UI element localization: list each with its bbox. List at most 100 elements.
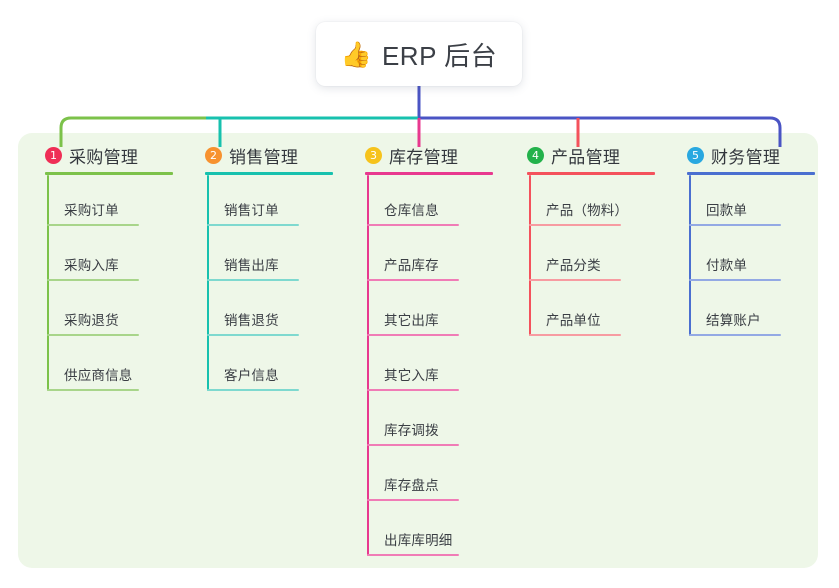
- root-node[interactable]: 👍 ERP 后台: [316, 22, 522, 86]
- branch-item-label: 出库库明细: [384, 533, 453, 548]
- branch-item-rule: [47, 334, 139, 336]
- branch-number-badge: 5: [687, 146, 704, 164]
- branch-title: 采购管理: [69, 147, 139, 167]
- branch-header-rule: [45, 172, 173, 175]
- branch-title: 财务管理: [711, 147, 781, 167]
- branch-item-list: 回款单付款单结算账户: [689, 175, 820, 340]
- branch-item-rule: [689, 334, 781, 336]
- branch-item[interactable]: 供应商信息: [47, 340, 178, 395]
- branch-spine: [47, 175, 49, 391]
- branch-item-label: 销售退货: [224, 313, 279, 328]
- branch-column-4: 4 产品管理产品（物料） 产品分类产品单位: [500, 142, 660, 340]
- branch-item[interactable]: 仓库信息: [367, 175, 498, 230]
- branch-item-label: 其它入库: [384, 368, 439, 383]
- branch-header-rule: [527, 172, 655, 175]
- branch-item-label: 采购入库: [64, 258, 119, 273]
- branch-item[interactable]: 产品库存: [367, 230, 498, 285]
- branch-item-rule: [367, 499, 459, 501]
- branch-item-label: 销售出库: [224, 258, 279, 273]
- branch-item-rule: [367, 334, 459, 336]
- branch-item-rule: [47, 279, 139, 281]
- branch-item-rule: [689, 279, 781, 281]
- branch-column-3: 3 库存管理仓库信息产品库存其它出库其它入库库存调拨库存盘点出库库明细: [338, 142, 498, 560]
- branch-item-label: 仓库信息: [384, 203, 439, 218]
- branch-spine: [207, 175, 209, 391]
- branch-item-rule: [367, 279, 459, 281]
- branch-header-rule: [205, 172, 333, 175]
- branch-item-label: 回款单: [706, 203, 748, 218]
- branch-item[interactable]: 付款单: [689, 230, 820, 285]
- branch-item-rule: [367, 554, 459, 556]
- branch-column-1: 1 采购管理采购订单采购入库采购退货供应商信息: [18, 142, 178, 395]
- branch-item-label: 采购订单: [64, 203, 119, 218]
- branch-item-list: 仓库信息产品库存其它出库其它入库库存调拨库存盘点出库库明细: [367, 175, 498, 560]
- branch-item-list: 产品（物料） 产品分类产品单位: [529, 175, 660, 340]
- branch-item[interactable]: 产品（物料）: [529, 175, 660, 230]
- branch-item-label: 付款单: [706, 258, 748, 273]
- branch-item-rule: [529, 334, 621, 336]
- branch-title: 产品管理: [551, 147, 621, 167]
- branch-item[interactable]: 采购退货: [47, 285, 178, 340]
- branch-spine: [367, 175, 369, 556]
- branch-item-rule: [367, 224, 459, 226]
- branch-item-list: 采购订单采购入库采购退货供应商信息: [47, 175, 178, 395]
- thumbs-up-icon: 👍: [340, 40, 372, 69]
- branch-item[interactable]: 库存盘点: [367, 450, 498, 505]
- branch-item-rule: [689, 224, 781, 226]
- branch-header-rule: [365, 172, 493, 175]
- branch-title: 库存管理: [389, 147, 459, 167]
- branch-spine: [529, 175, 531, 336]
- branch-title: 销售管理: [229, 147, 299, 167]
- branch-number-badge: 1: [45, 146, 62, 164]
- branch-item-label: 其它出库: [384, 313, 439, 328]
- branch-item[interactable]: 产品单位: [529, 285, 660, 340]
- branch-column-2: 2 销售管理销售订单销售出库销售退货客户信息: [178, 142, 338, 395]
- branch-item[interactable]: 其它入库: [367, 340, 498, 395]
- branch-item-rule: [207, 224, 299, 226]
- branch-item-label: 销售订单: [224, 203, 279, 218]
- branch-item[interactable]: 采购入库: [47, 230, 178, 285]
- branch-item-rule: [367, 389, 459, 391]
- branch-item-rule: [207, 334, 299, 336]
- branch-item[interactable]: 销售订单: [207, 175, 338, 230]
- branch-item-rule: [529, 224, 621, 226]
- branch-item-label: 供应商信息: [64, 368, 133, 383]
- branch-item-label: 库存调拨: [384, 423, 439, 438]
- branch-item[interactable]: 出库库明细: [367, 505, 498, 560]
- branch-header-5[interactable]: 5 财务管理: [660, 142, 820, 168]
- branch-header-4[interactable]: 4 产品管理: [500, 142, 660, 168]
- branch-item[interactable]: 采购订单: [47, 175, 178, 230]
- branch-item[interactable]: 回款单: [689, 175, 820, 230]
- branch-spine: [689, 175, 691, 336]
- branch-item-list: 销售订单销售出库销售退货客户信息: [207, 175, 338, 395]
- branch-item[interactable]: 其它出库: [367, 285, 498, 340]
- branch-number-badge: 4: [527, 146, 544, 164]
- branch-item[interactable]: 销售出库: [207, 230, 338, 285]
- branch-item-label: 产品单位: [546, 313, 601, 328]
- branch-item[interactable]: 销售退货: [207, 285, 338, 340]
- branch-item-rule: [207, 389, 299, 391]
- branch-header-2[interactable]: 2 销售管理: [178, 142, 338, 168]
- diagram-panel: [18, 133, 818, 568]
- branch-item[interactable]: 库存调拨: [367, 395, 498, 450]
- branch-item-label: 客户信息: [224, 368, 279, 383]
- branch-item-label: 结算账户: [706, 313, 761, 328]
- branch-item[interactable]: 客户信息: [207, 340, 338, 395]
- branch-item[interactable]: 产品分类: [529, 230, 660, 285]
- branch-item-rule: [529, 279, 621, 281]
- branch-item-rule: [207, 279, 299, 281]
- branch-header-rule: [687, 172, 815, 175]
- branch-item-rule: [367, 444, 459, 446]
- branch-number-badge: 2: [205, 146, 222, 164]
- branch-item-label: 库存盘点: [384, 478, 439, 493]
- branch-number-badge: 3: [365, 146, 382, 164]
- branch-item-label: 产品分类: [546, 258, 601, 273]
- branch-header-3[interactable]: 3 库存管理: [338, 142, 498, 168]
- branch-item-label: 产品库存: [384, 258, 439, 273]
- branch-item-rule: [47, 389, 139, 391]
- root-title: ERP 后台: [381, 40, 498, 71]
- branch-item[interactable]: 结算账户: [689, 285, 820, 340]
- branch-header-1[interactable]: 1 采购管理: [18, 142, 178, 168]
- branch-item-rule: [47, 224, 139, 226]
